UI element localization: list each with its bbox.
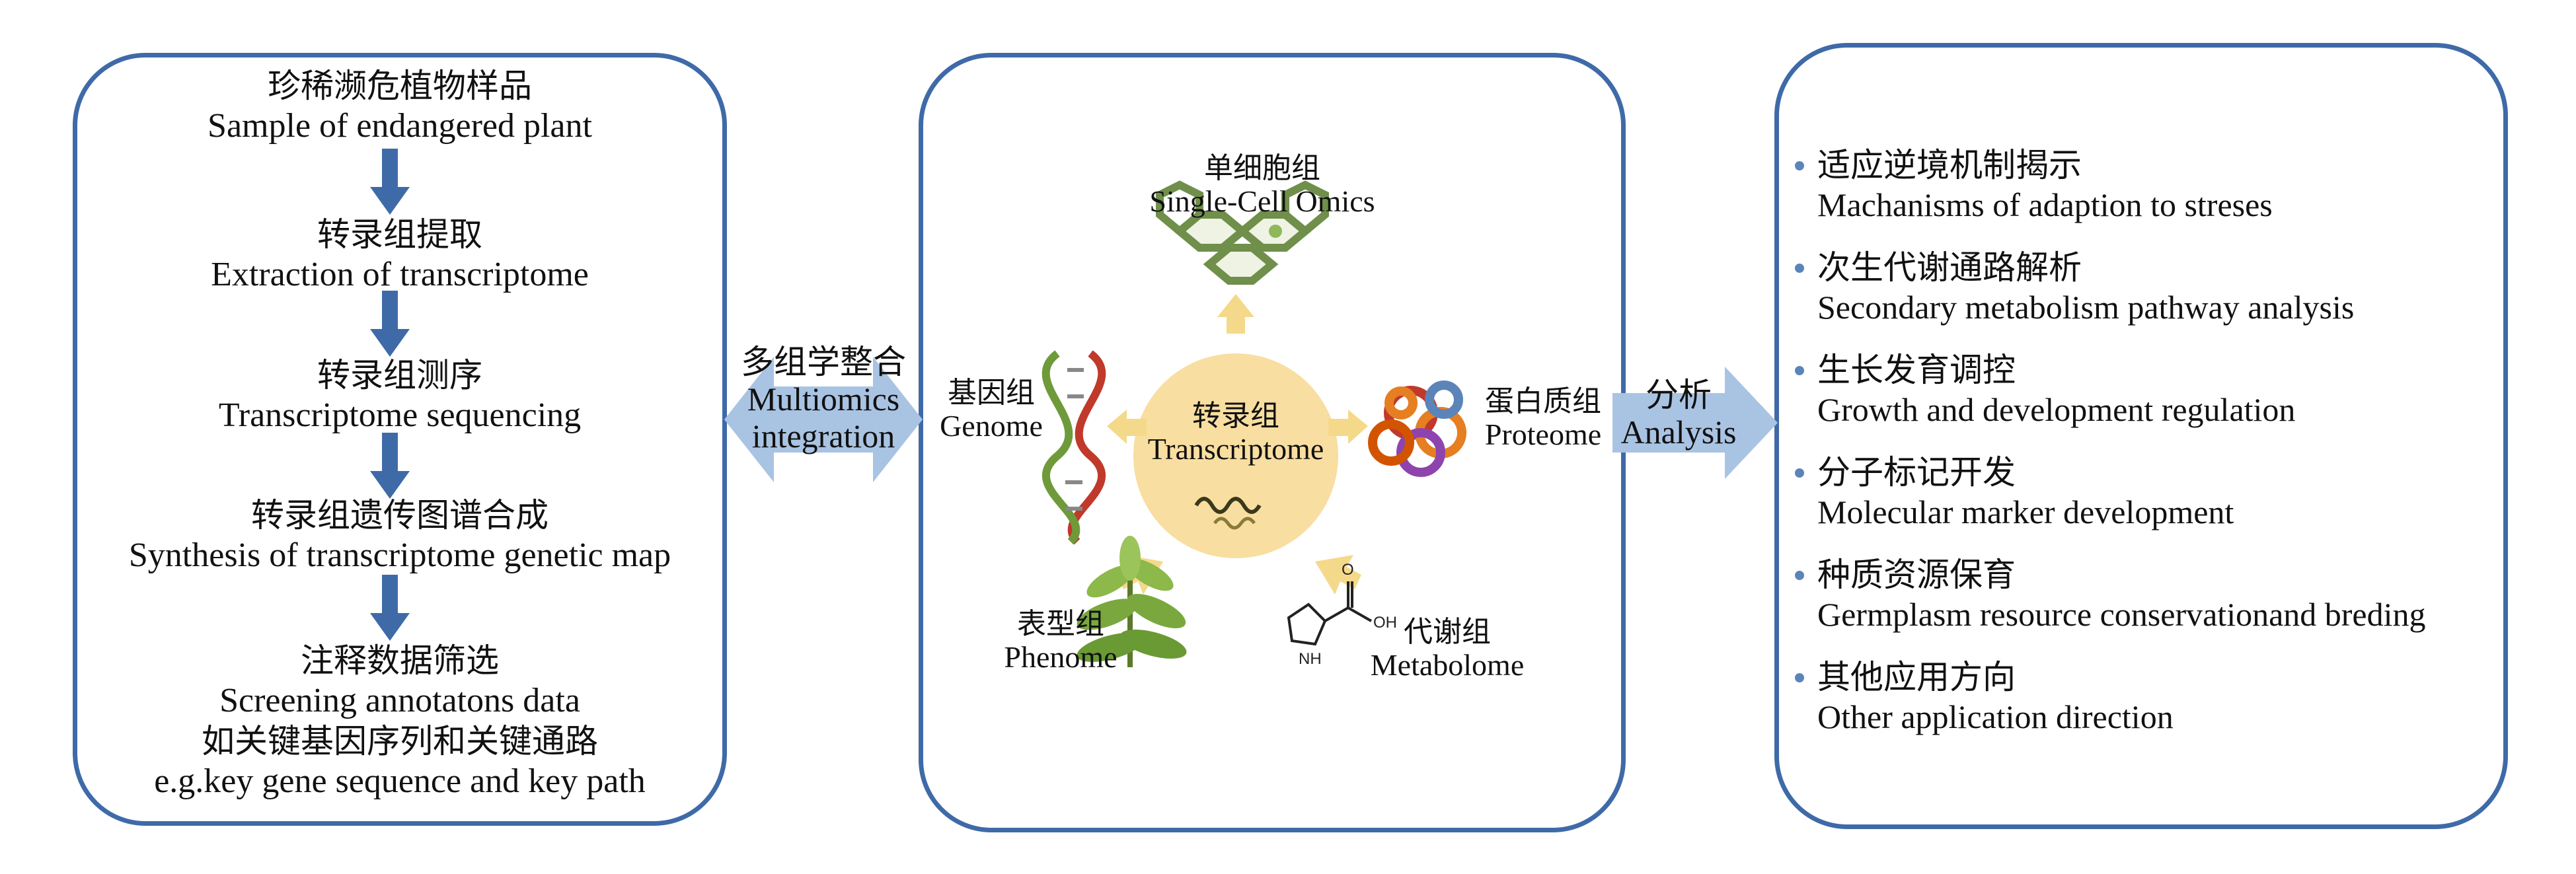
step-example-cn: 如关键基因序列和关键通路: [202, 723, 598, 760]
transcriptome-label: 转录组 Transcriptome: [1137, 400, 1335, 466]
genome-label: 基因组 Genome: [928, 377, 1054, 443]
proteome-en: Proteome: [1484, 418, 1602, 452]
application-cn: 次生代谢通路解析: [1817, 249, 2082, 286]
phenome-en: Phenome: [1004, 640, 1118, 674]
down-arrow-icon: [370, 433, 410, 499]
application-item: 分子标记开发 Molecular marker development: [1795, 453, 2506, 532]
molecule-label-oh: OH: [1373, 614, 1397, 632]
phenome-label: 表型组 Phenome: [995, 608, 1127, 674]
application-item: 次生代谢通路解析 Secondary metabolism pathway an…: [1795, 248, 2506, 327]
application-cn: 适应逆境机制揭示: [1817, 147, 2082, 184]
analysis-en: Analysis: [1620, 414, 1737, 451]
workflow-step-sample: 珍稀濒危植物样品 Sample of endangered plant: [73, 66, 727, 147]
integration-cn: 多组学整合: [741, 344, 906, 381]
step-cn: 转录组提取: [317, 216, 482, 253]
integration-double-arrow-icon: [724, 357, 923, 482]
bullet-icon: [1795, 571, 1804, 580]
single-cell-en: Single-Cell Omics: [1149, 184, 1375, 219]
transcriptome-circle: [1133, 353, 1338, 558]
application-en: Secondary metabolism pathway analysis: [1817, 289, 2355, 326]
step-en: Transcriptome sequencing: [218, 396, 582, 434]
analysis-arrow-icon: [1612, 367, 1778, 479]
omics-diagram: O OH NH: [1042, 180, 1466, 668]
step-en: Synthesis of transcriptome genetic map: [128, 536, 671, 574]
down-arrow-icon: [370, 575, 410, 641]
proteome-cn: 蛋白质组: [1485, 385, 1601, 418]
integration-en-1: Multiomics: [747, 381, 900, 418]
arrow-down-right-icon: [1315, 555, 1361, 595]
transcriptome-en: Transcriptome: [1147, 432, 1324, 466]
genome-cn: 基因组: [948, 377, 1035, 409]
step-en: Sample of endangered plant: [208, 107, 592, 145]
phenome-cn: 表型组: [1017, 608, 1104, 640]
application-item: 种质资源保育 Germplasm resource conservationan…: [1795, 555, 2506, 634]
workflow-step-screening: 注释数据筛选 Screening annotatons data 如关键基因序列…: [73, 641, 727, 803]
down-arrow-icon: [370, 149, 410, 215]
application-item: 生长发育调控 Growth and development regulation: [1795, 350, 2506, 429]
application-en: Machanisms of adaption to streses: [1817, 186, 2273, 223]
plant-icon: [1077, 536, 1187, 667]
protein-structure-icon: [1368, 381, 1466, 477]
transcriptome-cn: 转录组: [1192, 400, 1279, 432]
molecule-label-nh: NH: [1299, 650, 1322, 668]
proteome-label: 蛋白质组 Proteome: [1470, 385, 1616, 452]
metabolome-cn: 代谢组: [1404, 616, 1491, 648]
single-cell-label: 单细胞组 Single-Cell Omics: [1130, 152, 1394, 219]
down-arrow-icon: [370, 291, 410, 357]
bullet-icon: [1795, 468, 1804, 478]
single-cell-icon: [1156, 180, 1329, 285]
workflow-step-genetic-map: 转录组遗传图谱合成 Synthesis of transcriptome gen…: [73, 495, 727, 576]
application-cn: 生长发育调控: [1817, 351, 2016, 388]
application-cn: 其他应用方向: [1817, 659, 2016, 696]
bullet-icon: [1795, 264, 1804, 273]
arrow-left-icon: [1107, 410, 1147, 444]
step-example-en: e.g.key gene sequence and key path: [154, 762, 646, 801]
application-item: 其他应用方向 Other application direction: [1795, 657, 2506, 737]
workflow-panel: [73, 53, 727, 826]
cell-nucleus-icon: [1269, 225, 1282, 238]
rna-squiggle-icon: [1213, 517, 1256, 530]
integration-label: 多组学整合 Multiomics integration: [724, 344, 923, 455]
step-cn: 转录组测序: [317, 357, 482, 394]
application-item: 适应逆境机制揭示 Machanisms of adaption to stres…: [1795, 145, 2506, 225]
integration-en-2: integration: [751, 418, 895, 455]
molecule-label-o: O: [1342, 561, 1354, 579]
arrow-up-icon: [1217, 294, 1254, 334]
metabolome-en: Metabolome: [1370, 648, 1525, 682]
step-en: Screening annotatons data: [219, 682, 580, 719]
step-en: Extraction of transcriptome: [211, 256, 589, 293]
arrow-right-icon: [1328, 410, 1368, 444]
dna-helix-icon: [1042, 350, 1106, 545]
single-cell-cn: 单细胞组: [1204, 152, 1320, 184]
application-en: Molecular marker development: [1817, 493, 2234, 530]
application-en: Other application direction: [1817, 698, 2174, 735]
applications-panel: [1774, 43, 2508, 829]
analysis-cn: 分析: [1646, 377, 1712, 414]
rna-squiggle-icon: [1194, 497, 1262, 514]
application-en: Germplasm resource conservationand bredi…: [1817, 596, 2426, 633]
bullet-icon: [1795, 673, 1804, 682]
workflow-step-sequencing: 转录组测序 Transcriptome sequencing: [73, 355, 727, 436]
application-en: Growth and development regulation: [1817, 391, 2296, 428]
step-cn: 转录组遗传图谱合成: [251, 497, 549, 534]
analysis-label: 分析 Analysis: [1612, 377, 1745, 451]
genome-en: Genome: [940, 409, 1043, 443]
metabolite-molecule-icon: [1287, 581, 1372, 646]
bullet-icon: [1795, 366, 1804, 375]
metabolome-label: 代谢组 Metabolome: [1361, 616, 1533, 682]
application-cn: 分子标记开发: [1817, 454, 2016, 491]
workflow-step-extraction: 转录组提取 Extraction of transcriptome: [73, 215, 727, 295]
application-cn: 种质资源保育: [1817, 556, 2016, 593]
step-cn: 注释数据筛选: [301, 642, 499, 679]
bullet-icon: [1795, 161, 1804, 170]
step-cn: 珍稀濒危植物样品: [268, 67, 532, 104]
